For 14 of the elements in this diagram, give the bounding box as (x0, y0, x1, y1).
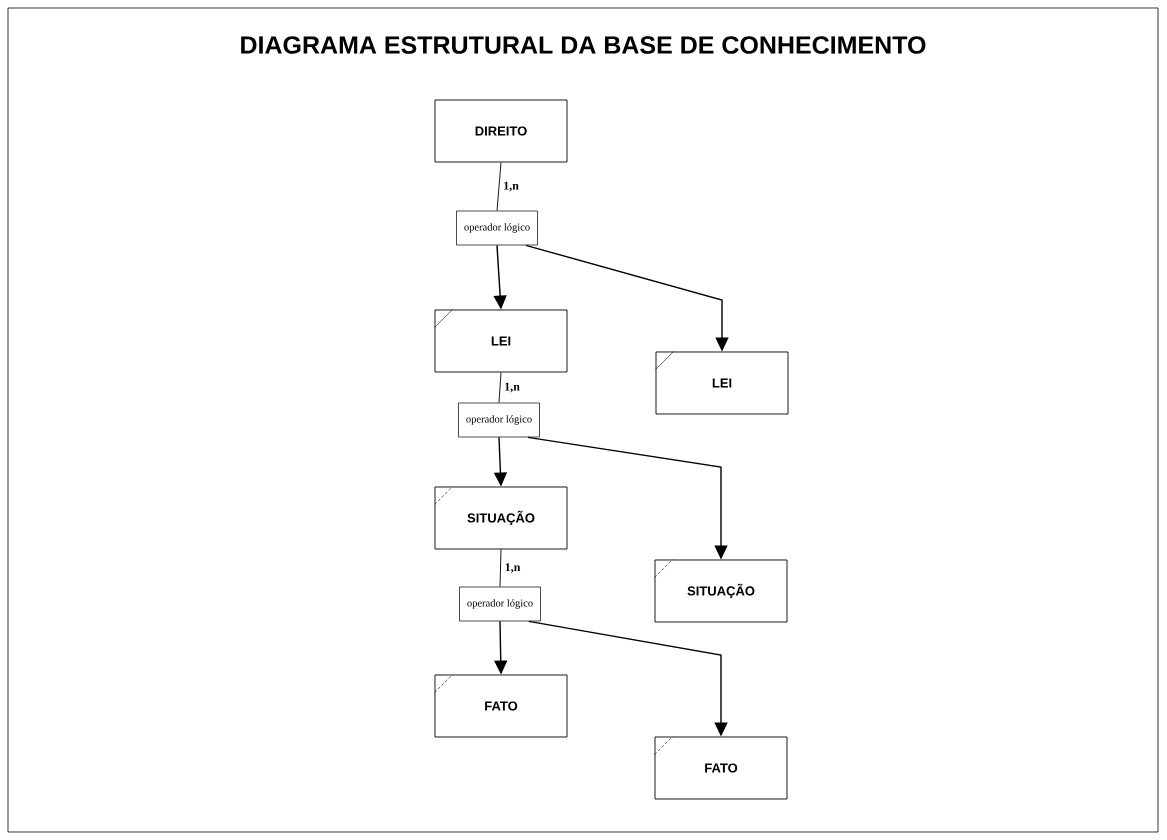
entity-box: FATO (654, 736, 788, 800)
edge-label: 1,n (503, 381, 521, 394)
entity-box: LEI (434, 309, 568, 373)
edge-label: 1,n (503, 562, 522, 574)
edge-label: 1,n (502, 180, 520, 193)
entity-box: FATO (434, 674, 568, 738)
operator-box: operador lógico (458, 402, 540, 438)
operator-box: operador lógico (456, 210, 538, 246)
entity-box: DIREITO (434, 99, 568, 163)
entity-box: LEI (655, 351, 789, 415)
operator-box: operador lógico (459, 586, 541, 622)
entity-box: SITUAÇÃO (434, 486, 568, 550)
entity-box: SITUAÇÃO (654, 559, 788, 623)
title: DIAGRAMA ESTRUTURAL DA BASE DE CONHECIMENTO (241, 36, 926, 54)
